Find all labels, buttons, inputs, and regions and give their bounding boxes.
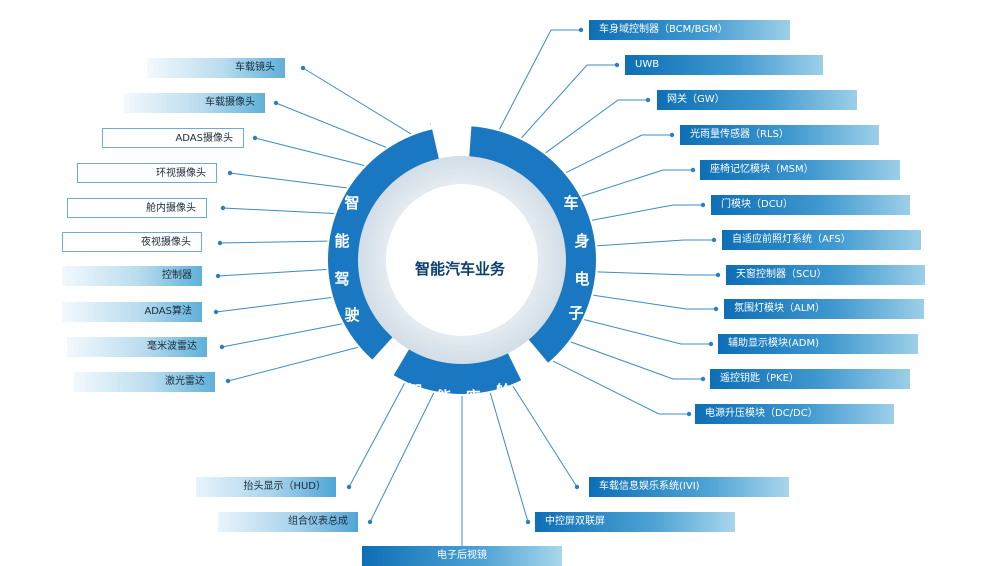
right-item-1-line xyxy=(499,29,581,130)
left-item-8-line xyxy=(215,296,332,313)
right-item-8-dot xyxy=(715,272,721,278)
bottom-item-ivi: 车载信息娱乐系统(IVI) xyxy=(589,477,789,497)
left-item-6: 夜视摄像头 xyxy=(62,232,202,252)
left-item-10-dot xyxy=(225,378,231,384)
center-disk xyxy=(386,184,538,336)
left-item-2-dot xyxy=(273,100,279,106)
left-item-6-line xyxy=(219,240,328,244)
right-item-8: 天窗控制器（SCU） xyxy=(726,265,925,285)
right-item-4-line xyxy=(565,134,672,174)
left-item-4-dot xyxy=(227,170,233,176)
right-item-9: 氛围灯模块（ALM） xyxy=(724,299,924,319)
right-item-3: 网关（GW） xyxy=(657,90,857,110)
right-item-7-dot xyxy=(711,237,717,243)
left-item-2-line xyxy=(275,102,387,148)
right-item-2-dot xyxy=(614,62,620,68)
left-item-9-dot xyxy=(219,344,225,350)
left-item-5-line xyxy=(222,207,335,214)
left-item-10: 激光雷达 xyxy=(74,372,215,392)
left-item-1-line xyxy=(302,67,412,135)
left-item-3: ADAS摄像头 xyxy=(102,128,244,148)
left-item-8-dot xyxy=(213,309,219,315)
segment-driving-char-1: 智 xyxy=(344,194,360,212)
left-item-2: 车载摄像头 xyxy=(124,93,265,113)
right-item-9-dot xyxy=(713,306,719,312)
left-item-4: 环视摄像头 xyxy=(77,163,217,183)
left-item-1-dot xyxy=(300,65,306,71)
right-item-10-line xyxy=(584,319,711,345)
bottom-item-mirror: 电子后视镜 xyxy=(362,546,562,566)
left-item-10-line xyxy=(227,346,358,382)
right-item-11-dot xyxy=(700,376,706,382)
right-item-9-line xyxy=(593,294,716,310)
right-item-6-dot xyxy=(700,202,706,208)
left-item-8: ADAS算法 xyxy=(62,302,202,322)
right-item-2: UWB xyxy=(625,55,823,75)
right-item-10: 辅助显示模块(ADM) xyxy=(718,334,918,354)
right-item-4-dot xyxy=(669,132,675,138)
right-item-3-line xyxy=(545,99,648,154)
left-item-4-line xyxy=(229,172,347,189)
business-ring xyxy=(328,117,596,394)
bottom-item-5-line xyxy=(489,392,529,523)
bottom-item-5-dot xyxy=(525,519,531,525)
right-item-5-line xyxy=(581,169,693,197)
left-item-5: 舱内摄像头 xyxy=(67,198,207,218)
segment-driving-char-4: 驶 xyxy=(344,306,360,324)
segment-body-char-4: 子 xyxy=(568,304,584,322)
right-item-12-line xyxy=(552,360,689,415)
right-item-1: 车身域控制器（BCM/BGM） xyxy=(589,20,790,40)
bottom-item-1-line xyxy=(348,383,405,488)
segment-driving-char-2: 能 xyxy=(334,232,350,250)
segment-body-char-2: 身 xyxy=(574,232,590,250)
bottom-item-2-line xyxy=(369,392,435,523)
segment-body-char-3: 电 xyxy=(574,270,590,288)
left-item-3-dot xyxy=(252,135,258,141)
right-item-11: 遥控钥匙（PKE） xyxy=(710,369,910,389)
center-title: 智能汽车业务 xyxy=(414,260,505,278)
right-item-6: 门模块（DCU） xyxy=(711,195,910,215)
right-item-3-dot xyxy=(645,97,651,103)
right-item-4: 光雨量传感器（RLS） xyxy=(680,125,879,145)
bottom-item-2-dot xyxy=(367,519,373,525)
segment-driving-char-3: 驾 xyxy=(334,270,350,288)
right-item-5: 座椅记忆模块（MSM） xyxy=(700,160,900,180)
right-item-1-dot xyxy=(578,27,584,33)
bottom-item-4-dot xyxy=(574,484,580,490)
bottom-item-cluster: 组合仪表总成 xyxy=(218,512,358,532)
segment-body-char-1: 车 xyxy=(563,194,579,212)
right-item-12: 电源升压模块（DC/DC） xyxy=(695,404,894,424)
bottom-item-4-line xyxy=(512,385,578,488)
right-item-11-line xyxy=(570,341,703,380)
left-item-3-line xyxy=(254,137,365,167)
right-item-7-line xyxy=(597,239,714,247)
right-item-5-dot xyxy=(690,167,696,173)
segment-cockpit-char-2: 能 xyxy=(436,388,452,406)
left-item-6-dot xyxy=(217,240,223,246)
right-item-6-line xyxy=(591,204,703,221)
segment-cockpit-char-4: 舱 xyxy=(495,382,511,400)
left-item-1: 车载镜头 xyxy=(147,58,285,78)
bottom-item-hud: 抬头显示（HUD） xyxy=(196,477,336,497)
right-item-7: 自适应前照灯系统（AFS） xyxy=(722,230,921,250)
right-item-8-line xyxy=(597,271,718,276)
left-item-9-line xyxy=(221,323,343,348)
left-item-7: 控制器 xyxy=(62,266,202,286)
bottom-item-dualscreen: 中控屏双联屏 xyxy=(535,512,735,532)
left-item-7-line xyxy=(217,268,327,277)
segment-cockpit-char-1: 智 xyxy=(407,382,423,400)
right-item-2-line xyxy=(521,64,617,139)
right-item-10-dot xyxy=(708,341,714,347)
left-item-7-dot xyxy=(215,273,221,279)
left-item-5-dot xyxy=(220,205,226,211)
bottom-item-1-dot xyxy=(346,484,352,490)
left-item-9: 毫米波雷达 xyxy=(67,337,207,357)
segment-cockpit-char-3: 座 xyxy=(465,388,481,406)
right-item-12-dot xyxy=(686,411,692,417)
